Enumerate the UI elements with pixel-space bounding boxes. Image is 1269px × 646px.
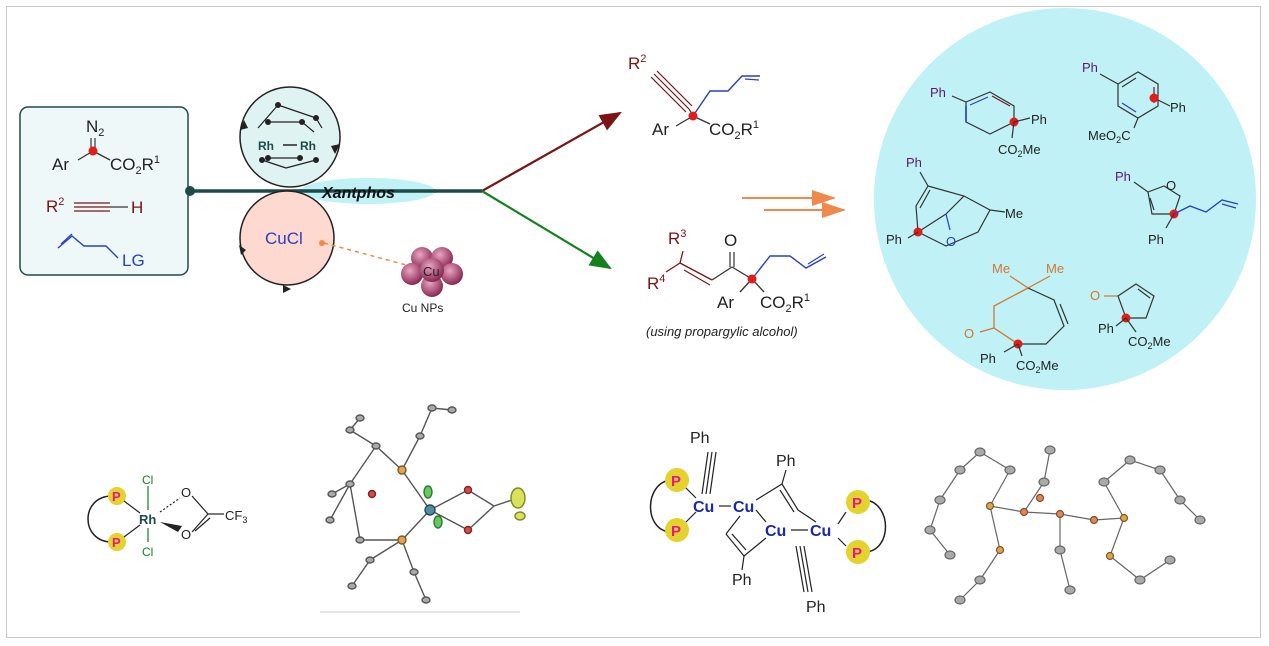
cu-atom-4: Cu [810,523,831,540]
cu-nanoparticle: Cu Cu NPs [401,247,463,315]
product-top-ester: CO2R1 [709,119,759,142]
d3-ph-bottom: Ph [886,232,902,247]
cucl-label: CuCl [265,229,303,248]
arrow-to-top-product [481,111,622,192]
figure-frame [6,6,1261,638]
derivative-cycloheptenone: Me Me O Ph CO2Me [964,261,1069,375]
d4-ph-bottom: Ph [1148,232,1164,247]
d1-ph-top: Ph [930,85,946,100]
rh-o-bottom: O [181,527,191,542]
reagents-box: N2 Ar CO2R1 R2 H LG [19,106,189,276]
cu-ph-bottom-right: Ph [806,599,826,616]
cu-atom-3: Cu [765,523,786,540]
derivatives-circle: Ph Ph CO2Me Ph Ph MeO2C [874,8,1256,390]
cu-ph-bottom-left: Ph [732,572,752,589]
product-bottom-ar: Ar [717,293,734,312]
product-top: R2 Ar CO2R1 [628,53,760,142]
d6-ester: CO2Me [1128,334,1171,351]
rh-right-label: Rh [300,139,316,153]
product-bottom: R3 R4 O Ar CO2R1 (using propargylic alco… [646,228,827,339]
cu-np-symbol: Cu [423,264,440,279]
rh-p-bottom: P [112,535,121,550]
rh-complex-structure: P P Rh Cl Cl O O CF3 [87,473,247,559]
derivative-dihydrofuran: Ph O Ph [1115,169,1239,247]
rh-o-top: O [181,485,191,500]
derivative-cyclopentenone: O Ph CO2Me [1090,283,1171,351]
cu-p-left-top: P [671,473,681,490]
d5-ester: CO2Me [1016,358,1059,375]
d2-ph-right: Ph [1170,100,1186,115]
product-bottom-r4: R4 [647,273,665,293]
d3-ph-top: Ph [906,155,922,170]
rh-center: Rh [139,512,156,527]
product-top-r2: R2 [628,53,646,73]
n2-label: N2 [86,117,104,139]
rh-catalyst-circle: Rh Rh [239,86,341,188]
d1-ph-right: Ph [1031,112,1047,127]
product-bottom-ester: CO2R1 [760,292,810,315]
cucl-catalyst-circle: CuCl [239,190,335,293]
arrow-to-bottom-product [481,190,612,270]
ester-label: CO2R1 [110,154,160,177]
cu-ph-top-left: Ph [690,430,710,447]
xantphos-label: Xantphos [321,185,395,202]
d6-o: O [1090,288,1100,303]
cu-nps-label: Cu NPs [402,301,443,315]
cu-crystal-structure [924,445,1206,605]
cu-atom-2: Cu [733,499,754,516]
d4-o: O [1166,178,1176,193]
rh-cl-top: Cl [142,473,153,487]
cu-p-right-top: P [852,495,862,512]
propargylic-alcohol-note: (using propargylic alcohol) [646,324,798,339]
cu-atom-1: Cu [693,499,714,516]
d3-o: O [946,234,956,249]
product-bottom-o: O [724,231,737,250]
leaving-group-label: LG [122,251,145,270]
cu-cluster-structure: P P P P Cu Cu Cu Cu Ph Ph [649,430,887,616]
d5-me-right: Me [1046,261,1064,276]
d1-ester: CO2Me [998,142,1041,159]
d2-ester: MeO2C [1088,128,1131,145]
derivative-cyclohexadiene: Ph Ph CO2Me [930,85,1047,159]
product-bottom-r3: R3 [668,228,686,248]
cu-p-left-bottom: P [671,523,681,540]
d5-o: O [964,326,974,341]
cu-p-right-bottom: P [852,545,862,562]
rh-left-label: Rh [258,139,274,153]
d4-ph-top: Ph [1115,169,1131,184]
ar-label: Ar [52,155,69,174]
alkyne-h-label: H [131,198,143,217]
derivative-bicyclic-ether: Ph Me O Ph [886,155,1023,249]
rh-crystal-structure [320,404,526,613]
rh-cf3: CF3 [225,508,247,525]
d2-ph-top: Ph [1082,60,1098,75]
d5-me-left: Me [992,261,1010,276]
cu-ph-top-right: Ph [776,453,796,470]
rh-p-top: P [112,489,121,504]
product-top-ar: Ar [652,120,669,139]
rh-cl-bottom: Cl [142,545,153,559]
derivative-terphenyl: Ph Ph MeO2C [1082,60,1186,145]
stereocenter-dot [88,146,98,156]
d6-ph: Ph [1098,321,1114,336]
d5-ph: Ph [980,351,996,366]
alkyne-r2-label: R2 [46,196,64,216]
d3-me: Me [1005,206,1023,221]
